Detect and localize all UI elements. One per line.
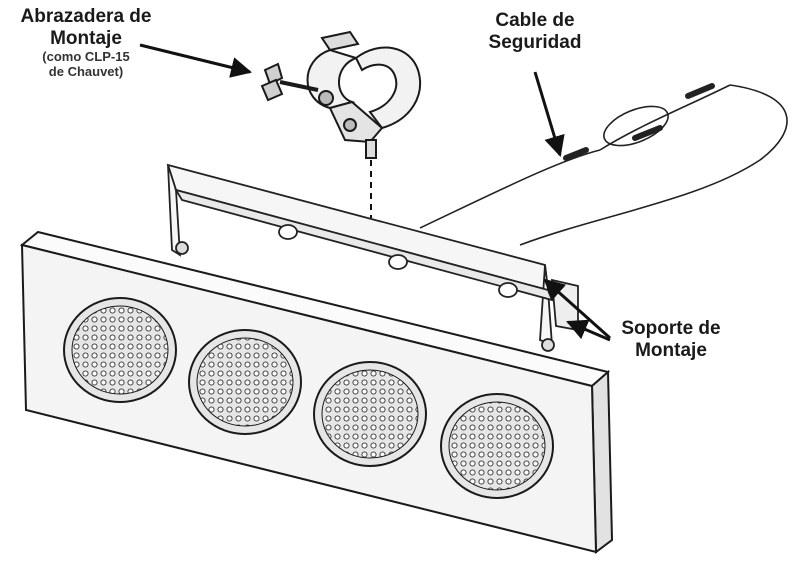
arrow-clamp [139,43,253,78]
arrow-cable [533,71,565,158]
label-clamp-sub1: (como CLP-15 [42,48,130,64]
label-bracket-line1: Soporte de [621,318,721,339]
led-groups [63,297,554,499]
label-clamp-sub2: de Chauvet) [48,63,124,79]
led-group-4 [440,393,554,499]
led-group-3 [313,361,427,467]
leader-arrows [139,43,611,342]
arrow-bracket-lower [566,319,611,342]
label-safety-cable: Cable de Seguridad [470,10,600,54]
arrow-bracket-upper [543,278,611,340]
label-bracket-line2: Montaje [635,339,707,361]
label-mounting-bracket: Soporte de Montaje [606,318,736,362]
label-mounting-clamp: Abrazadera de Montaje (como CLP-15 de Ch… [6,6,166,80]
label-cable-line2: Seguridad [488,31,582,53]
label-clamp-line2: Montaje [50,27,122,49]
safety-cable [419,83,788,246]
led-group-2 [188,329,302,435]
label-cable-line1: Cable de [495,10,575,31]
mounting-clamp [260,30,422,159]
led-group-1 [63,297,177,403]
label-clamp-line1: Abrazadera de [20,6,152,27]
